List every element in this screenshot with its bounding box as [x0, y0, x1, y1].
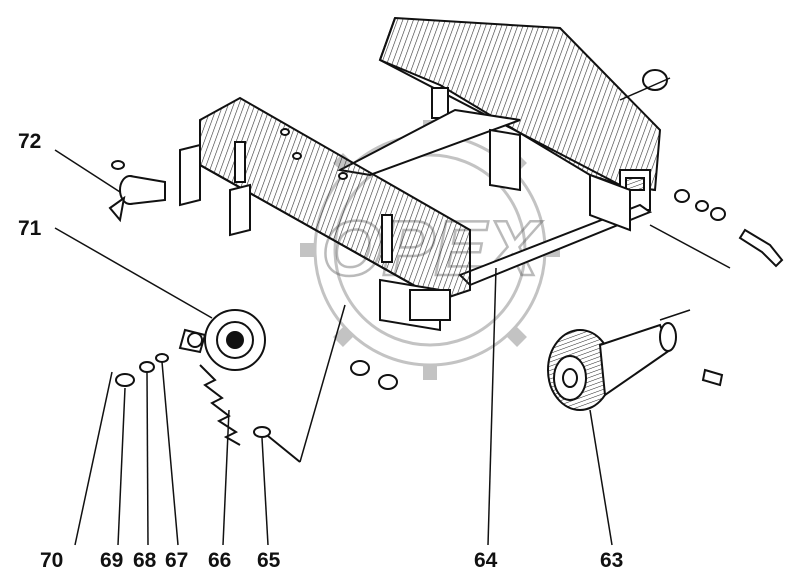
washers — [115, 353, 398, 390]
leader-lines — [54, 77, 731, 546]
rear-beam — [378, 16, 662, 211]
tension-spring — [199, 364, 301, 463]
pin-assembly — [108, 160, 166, 223]
callout-65: 65 — [257, 549, 281, 572]
drive-sprocket — [178, 309, 266, 371]
callout-67: 67 — [165, 549, 189, 572]
callout-63: 63 — [600, 549, 624, 572]
callout-64: 64 — [474, 549, 498, 572]
callout-70: 70 — [40, 549, 64, 572]
callout-72: 72 — [18, 130, 42, 153]
callout-69: 69 — [100, 549, 124, 572]
carriage-body — [179, 96, 471, 332]
bolt-kit — [642, 69, 784, 268]
idler-wheel — [547, 322, 724, 411]
callout-71: 71 — [18, 217, 42, 240]
callout-66: 66 — [208, 549, 232, 572]
callout-68: 68 — [133, 549, 157, 572]
